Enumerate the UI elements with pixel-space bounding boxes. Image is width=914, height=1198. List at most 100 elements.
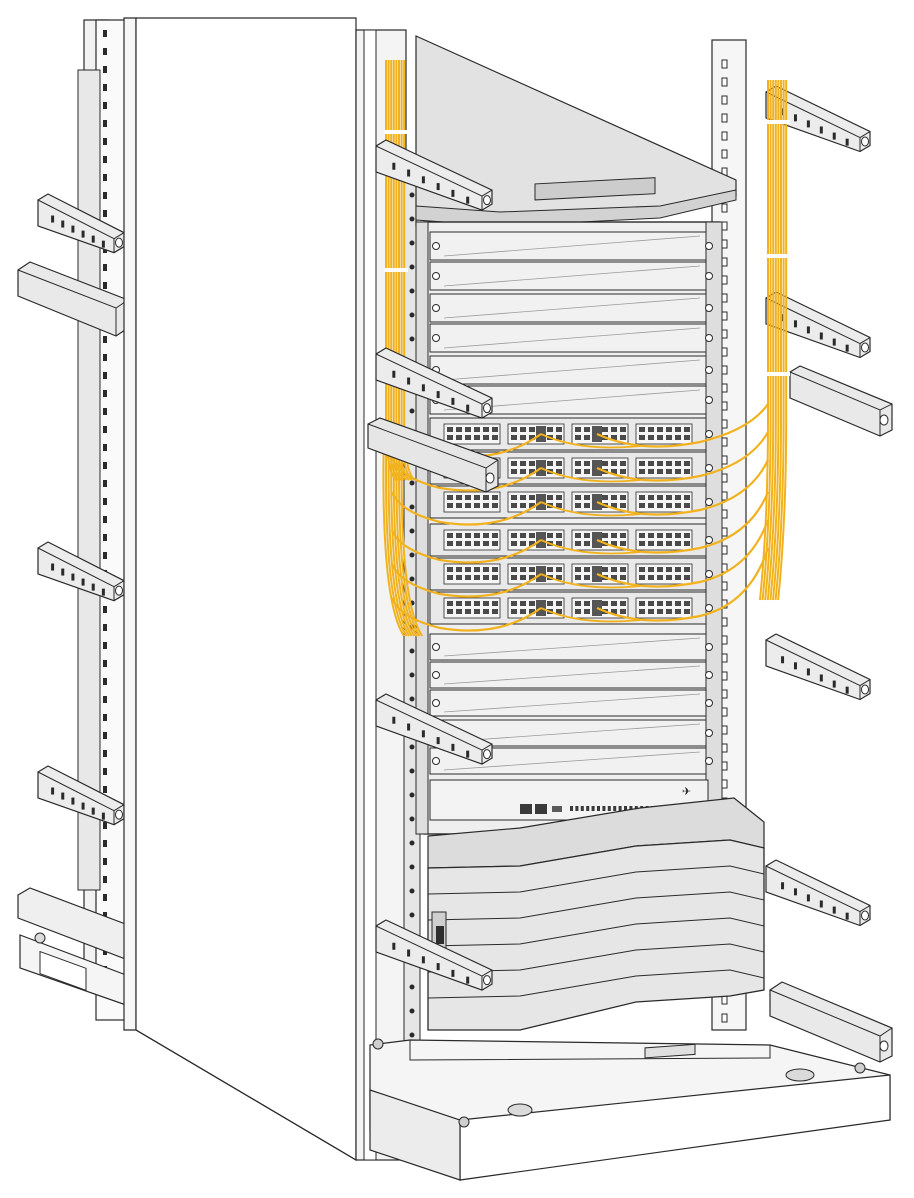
port-icon	[675, 541, 681, 546]
mounting-bracket	[375, 347, 493, 419]
status-led-icon	[575, 806, 579, 811]
port-icon	[520, 503, 526, 508]
right-bottom-cross-bar	[769, 981, 893, 1063]
mounting-bracket	[765, 859, 871, 927]
bracket-slot	[392, 716, 396, 724]
bracket-slot	[392, 942, 396, 950]
port-icon	[620, 533, 626, 538]
port-icon	[556, 435, 562, 440]
bracket-slot	[436, 737, 440, 745]
rail-hole	[409, 192, 415, 198]
cable-tie	[766, 254, 790, 258]
bracket-slot	[845, 686, 849, 694]
bracket-slot	[101, 240, 105, 248]
bracket-slot	[81, 578, 85, 586]
port-icon	[611, 567, 617, 572]
port-icon	[675, 503, 681, 508]
bracket-hole	[861, 342, 869, 353]
port-icon	[556, 609, 562, 614]
bracket-slot	[781, 108, 785, 116]
thumbscrew-icon	[705, 366, 713, 374]
rail-hole	[721, 473, 728, 483]
port-icon	[611, 427, 617, 432]
patch-cable	[540, 501, 641, 517]
port-icon	[465, 575, 471, 580]
port-block	[443, 491, 501, 513]
port-icon	[584, 469, 590, 474]
thumbscrew-icon	[705, 699, 713, 707]
port-block	[635, 563, 693, 585]
cable-tie	[384, 130, 408, 134]
bracket-slot	[466, 750, 470, 758]
rail-hole	[409, 816, 415, 822]
port-icon	[584, 609, 590, 614]
mounting-bracket	[375, 919, 493, 991]
port-icon	[639, 567, 645, 572]
port-icon	[556, 533, 562, 538]
rail-hole	[721, 59, 728, 69]
port-icon	[675, 609, 681, 614]
mounting-bracket	[375, 139, 493, 211]
rail-hole	[721, 617, 728, 627]
rail-hole	[103, 30, 107, 37]
fiber-strand	[759, 80, 769, 601]
port-icon	[465, 503, 471, 508]
port-icon	[684, 609, 690, 614]
rail-hole	[721, 275, 728, 285]
port-icon	[474, 503, 480, 508]
port-icon	[666, 609, 672, 614]
port-icon	[511, 567, 517, 572]
port-icon	[639, 495, 645, 500]
thumbscrew-icon	[432, 242, 440, 250]
port-icon	[684, 601, 690, 606]
port-icon	[620, 435, 626, 440]
port-icon	[584, 495, 590, 500]
bracket-slot	[81, 230, 85, 238]
patch-cable	[596, 491, 770, 554]
bracket-slot	[91, 235, 95, 243]
port-icon	[666, 533, 672, 538]
port-icon	[511, 495, 517, 500]
service-card-area	[429, 417, 713, 625]
thumbscrew-icon	[432, 304, 440, 312]
bracket-hole	[861, 910, 869, 921]
port-icon	[657, 435, 663, 440]
port-icon	[511, 601, 517, 606]
port-icon	[666, 495, 672, 500]
port-icon	[492, 601, 498, 606]
rail-hole	[409, 1032, 415, 1038]
port-icon	[556, 461, 562, 466]
patch-cable	[390, 491, 542, 526]
port-icon	[520, 495, 526, 500]
port-icon	[556, 495, 562, 500]
port-icon	[520, 567, 526, 572]
bracket-slot	[819, 126, 823, 134]
thumbscrew-icon	[705, 570, 713, 578]
port-icon	[584, 427, 590, 432]
thumbscrew-icon	[705, 304, 713, 312]
rail-hole	[103, 714, 107, 721]
patch-cable	[596, 519, 770, 588]
port-icon	[684, 503, 690, 508]
rail-hole	[103, 462, 107, 469]
rail-hole	[721, 779, 728, 789]
rail-hole	[409, 408, 415, 414]
port-icon	[575, 503, 581, 508]
bracket-slot	[436, 391, 440, 399]
bracket-slot	[421, 956, 425, 964]
port-icon	[620, 567, 626, 572]
port-icon	[684, 567, 690, 572]
rail-hole	[103, 516, 107, 523]
port-icon	[620, 503, 626, 508]
patch-cable	[596, 431, 769, 482]
thumbscrew-icon	[705, 430, 713, 438]
port-icon	[657, 609, 663, 614]
port-icon	[602, 461, 608, 466]
fiber-strand	[395, 429, 418, 637]
port-icon	[620, 495, 626, 500]
port-icon	[456, 503, 462, 508]
port-icon	[602, 533, 608, 538]
port-block	[635, 597, 693, 619]
rail-hole	[721, 365, 728, 375]
bracket-slot	[71, 797, 75, 805]
